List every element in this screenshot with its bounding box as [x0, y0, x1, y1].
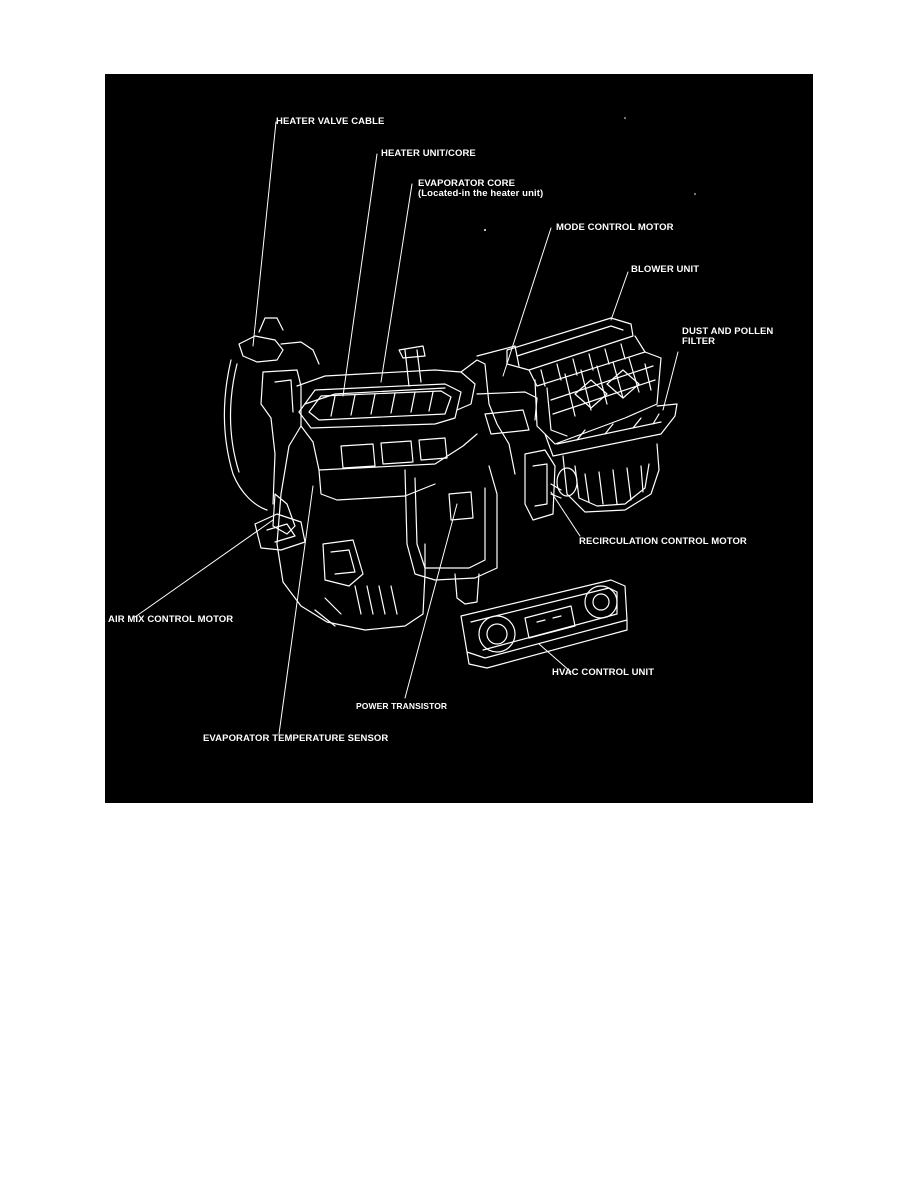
label-evaporator-core: EVAPORATOR CORE (Located-in the heater u… [418, 179, 543, 199]
label-evaporator-temperature-sensor: EVAPORATOR TEMPERATURE SENSOR [203, 733, 389, 744]
label-mode-control-motor: MODE CONTROL MOTOR [556, 222, 674, 233]
leader-lines [134, 121, 679, 735]
label-recirculation-control-motor: RECIRCULATION CONTROL MOTOR [579, 536, 747, 547]
label-power-transistor: POWER TRANSISTOR [356, 701, 448, 711]
label-dust-pollen-filter: DUST AND POLLEN FILTER [682, 327, 773, 347]
label-evaporator-core-title: EVAPORATOR CORE [418, 178, 516, 189]
label-dust-pollen-filter-line2: FILTER [682, 336, 716, 347]
hvac-diagram-figure: HEATER VALVE CABLE HEATER UNIT/CORE EVAP… [105, 74, 813, 803]
hvac-control-panel [460, 579, 628, 669]
label-air-mix-control-motor: AIR MIX CONTROL MOTOR [108, 614, 234, 625]
heater-valve [223, 317, 320, 535]
label-evaporator-core-note: (Located-in the heater unit) [418, 188, 544, 199]
label-hvac-control-unit: HVAC CONTROL UNIT [552, 667, 655, 678]
label-dust-pollen-filter-line1: DUST AND POLLEN [682, 326, 774, 337]
evaporator-section [398, 345, 556, 521]
label-heater-valve-cable: HEATER VALVE CABLE [276, 116, 385, 127]
heater-unit-housing [254, 369, 498, 631]
blower-unit [506, 317, 678, 513]
label-blower-unit: BLOWER UNIT [631, 264, 700, 275]
hvac-assembly-illustration [134, 117, 696, 735]
label-heater-unit-core: HEATER UNIT/CORE [381, 148, 476, 159]
